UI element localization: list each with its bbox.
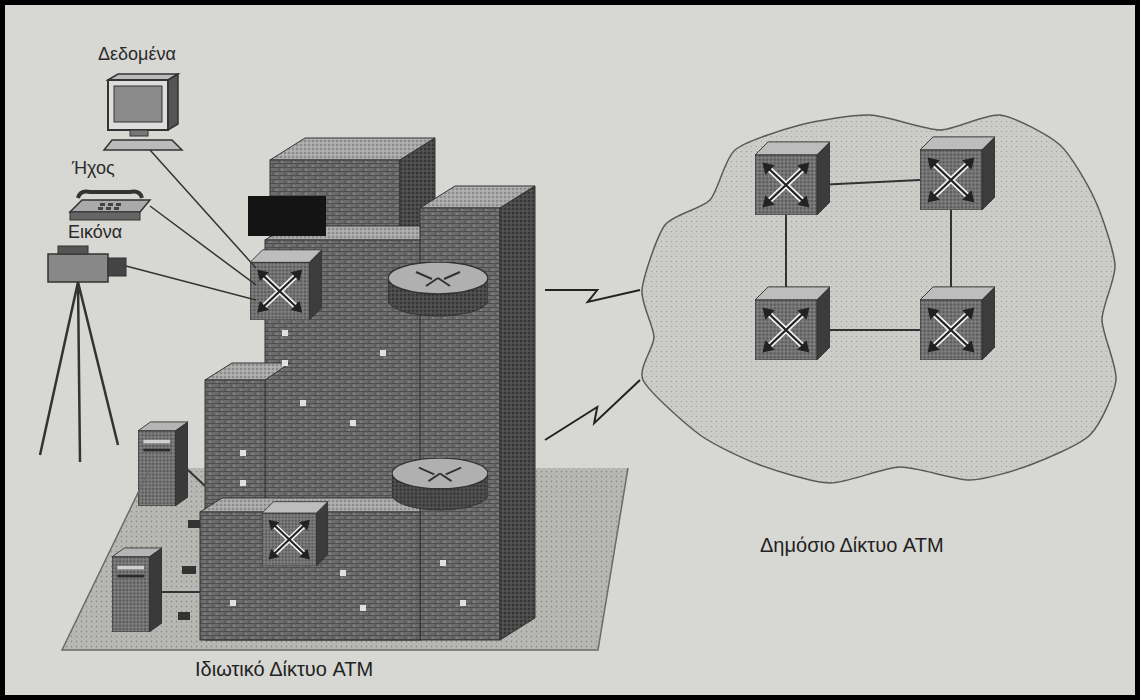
camera-body — [48, 254, 108, 282]
device-label: Δεδομένα — [98, 44, 176, 66]
cable-plug — [178, 612, 190, 620]
monitor — [108, 80, 168, 130]
atm-switch — [755, 142, 830, 215]
cloud-fill — [642, 115, 1116, 483]
private-network-plate: Ιδιωτικό Δίκτυο ATM — [85, 130, 545, 690]
router — [388, 262, 488, 316]
atm-switch — [250, 250, 322, 320]
plate-outline — [62, 468, 628, 650]
camera-lens — [108, 258, 126, 276]
picture-frame — [3, 3, 1138, 698]
public-network-cloud: Δημόσιο Δίκτυο ATM — [640, 105, 1120, 575]
black-panel — [248, 196, 326, 236]
network-link — [545, 290, 640, 302]
camera-top — [58, 246, 88, 254]
network-title: Δημόσιο Δίκτυο ATM — [760, 533, 944, 557]
cloud-outline — [642, 115, 1116, 483]
server-tower — [112, 548, 162, 632]
phone-handset — [78, 192, 142, 198]
device-label: Εικόνα — [68, 222, 122, 244]
keyboard — [104, 140, 182, 150]
atm-switch — [755, 287, 830, 360]
device-wire — [126, 150, 256, 300]
cable — [162, 470, 205, 592]
device-label: Ήχος — [72, 158, 115, 180]
phone-base — [70, 200, 150, 212]
atm-switch — [920, 287, 995, 360]
building-top — [205, 363, 290, 380]
monitor-screen — [114, 86, 162, 122]
phone-front — [70, 212, 140, 220]
cable-plug — [182, 566, 196, 574]
router — [392, 458, 488, 510]
building-side — [500, 186, 535, 640]
atm-switch — [262, 502, 328, 566]
plate-outline — [85, 130, 545, 690]
phone-keys — [98, 203, 121, 210]
tripod — [40, 282, 118, 462]
server-tower — [138, 422, 188, 506]
monitor-stand — [130, 130, 148, 136]
network-title: Ιδιωτικό Δίκτυο ATM — [195, 657, 373, 681]
cloud-outline — [640, 105, 1120, 575]
monitor-side — [168, 74, 178, 130]
atm-switch — [920, 137, 995, 210]
network-link — [545, 380, 640, 440]
